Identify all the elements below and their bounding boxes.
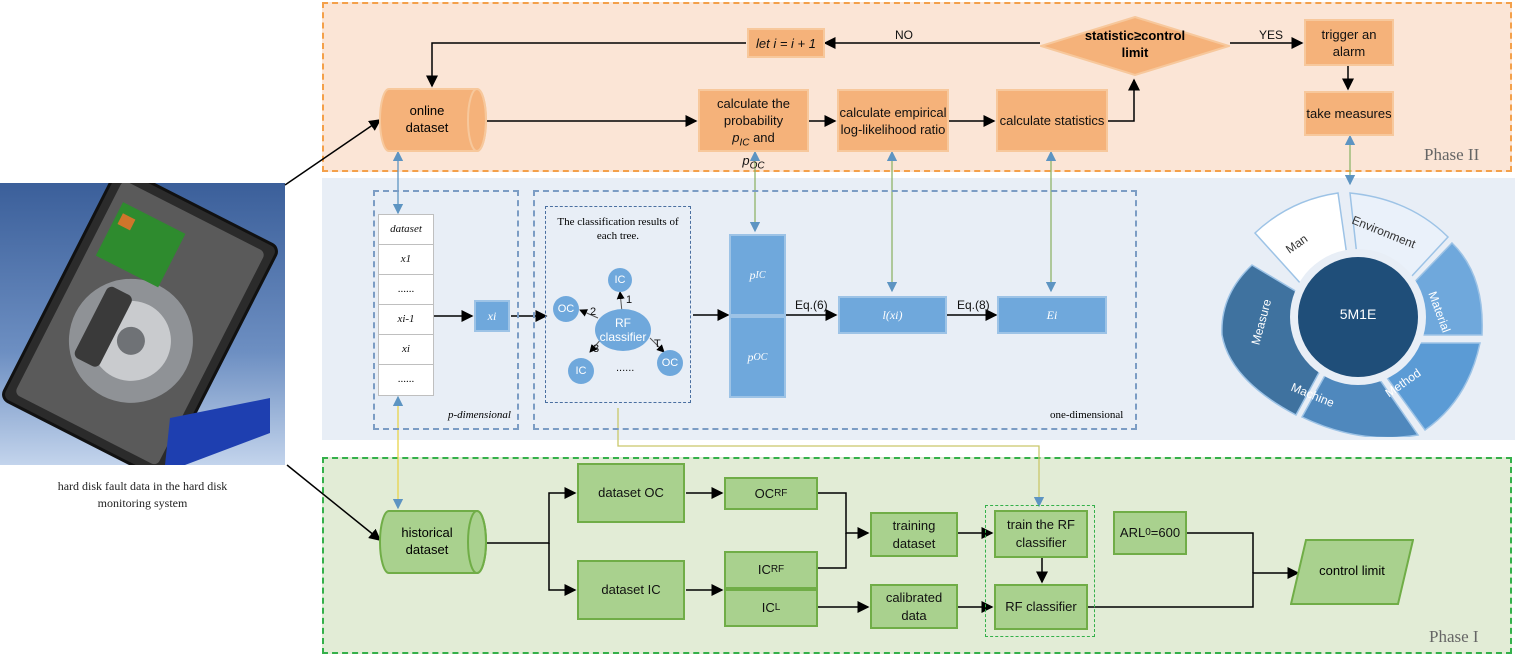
ic-node: IC	[568, 358, 594, 384]
tree-index-3: 3	[593, 343, 600, 355]
p-dimensional-label: p-dimensional	[448, 409, 511, 421]
online-dataset-label: online dataset	[405, 103, 449, 135]
let-i-box: let i = i + 1	[747, 28, 825, 58]
tree-ellipsis: ......	[616, 362, 635, 374]
lxi-box: l(xi)	[838, 296, 947, 334]
yes-label: YES	[1259, 28, 1284, 42]
tree-results-frame	[545, 206, 691, 403]
calc-llr-box: calculate empirical log-likelihood ratio	[837, 89, 949, 152]
column-cell: xi-1	[378, 304, 434, 335]
ic-node: IC	[608, 268, 632, 292]
calibrated-data-box: calibrated data	[870, 584, 958, 629]
historical-dataset-label: historical dataset	[401, 525, 453, 557]
column-cell: ......	[378, 274, 434, 305]
train-rf-box: train the RF classifier	[994, 510, 1088, 558]
column-cell: ......	[397, 373, 415, 385]
control-limit-label: control limit	[1319, 563, 1385, 578]
control-limit-box: control limit	[1290, 539, 1414, 605]
column-cell: xi	[378, 334, 434, 365]
wheel-center-label: 5M1E	[1339, 306, 1377, 322]
p-ic-label: pIC	[732, 130, 750, 149]
oc-node: OC	[553, 296, 579, 322]
decision-diamond: statistic≥control limit	[1040, 16, 1230, 76]
prob-and-label: and	[753, 130, 775, 145]
online-dataset: online dataset	[379, 88, 487, 152]
tree-index-2: 2	[590, 306, 597, 318]
ei-box: Ei	[997, 296, 1107, 334]
eq6-label: Eq.(6)	[795, 298, 828, 312]
dataset-oc-box: dataset OC	[577, 463, 685, 523]
hard-disk-image	[0, 183, 285, 465]
column-cell: x1	[378, 244, 434, 275]
tree-index-t: T	[654, 338, 661, 350]
no-label: NO	[895, 28, 913, 42]
one-dimensional-frame	[533, 190, 1137, 430]
calc-probability-box: calculate the probability pIC and pOC	[698, 89, 809, 171]
take-measures-box: take measures	[1304, 91, 1394, 136]
p-dimensional-frame	[373, 190, 519, 430]
tree-caption: The classification results of each tree.	[557, 216, 679, 242]
calc-statistics-box: calculate statistics	[996, 89, 1108, 152]
rf-classifier-box: RF classifier	[994, 584, 1088, 630]
phase1-label: Phase I	[1429, 627, 1479, 646]
decision-label: statistic≥control limit	[1084, 28, 1186, 60]
one-dimensional-label: one-dimensional	[1050, 409, 1124, 421]
p-oc-label: pOC	[742, 152, 765, 172]
phase2-label: Phase II	[1424, 145, 1480, 164]
column-cell: dataset	[378, 214, 434, 245]
training-dataset-box: training dataset	[870, 512, 958, 557]
oc-node: OC	[657, 350, 683, 376]
tree-index-1: 1	[626, 294, 633, 306]
eq8-label: Eq.(8)	[957, 298, 990, 312]
dataset-ic-box: dataset IC	[577, 560, 685, 620]
prob-label: calculate the probability	[717, 96, 790, 128]
5m1e-wheel	[1221, 192, 1483, 437]
xi-box: xi	[474, 300, 510, 332]
trigger-alarm-box: trigger an alarm	[1304, 19, 1394, 66]
rf-group-frame	[985, 505, 1095, 637]
rf-classifier-node: RF classifier	[595, 309, 651, 351]
historical-dataset: historical dataset	[379, 510, 487, 574]
image-caption: hard disk fault data in the hard disk mo…	[57, 479, 228, 510]
